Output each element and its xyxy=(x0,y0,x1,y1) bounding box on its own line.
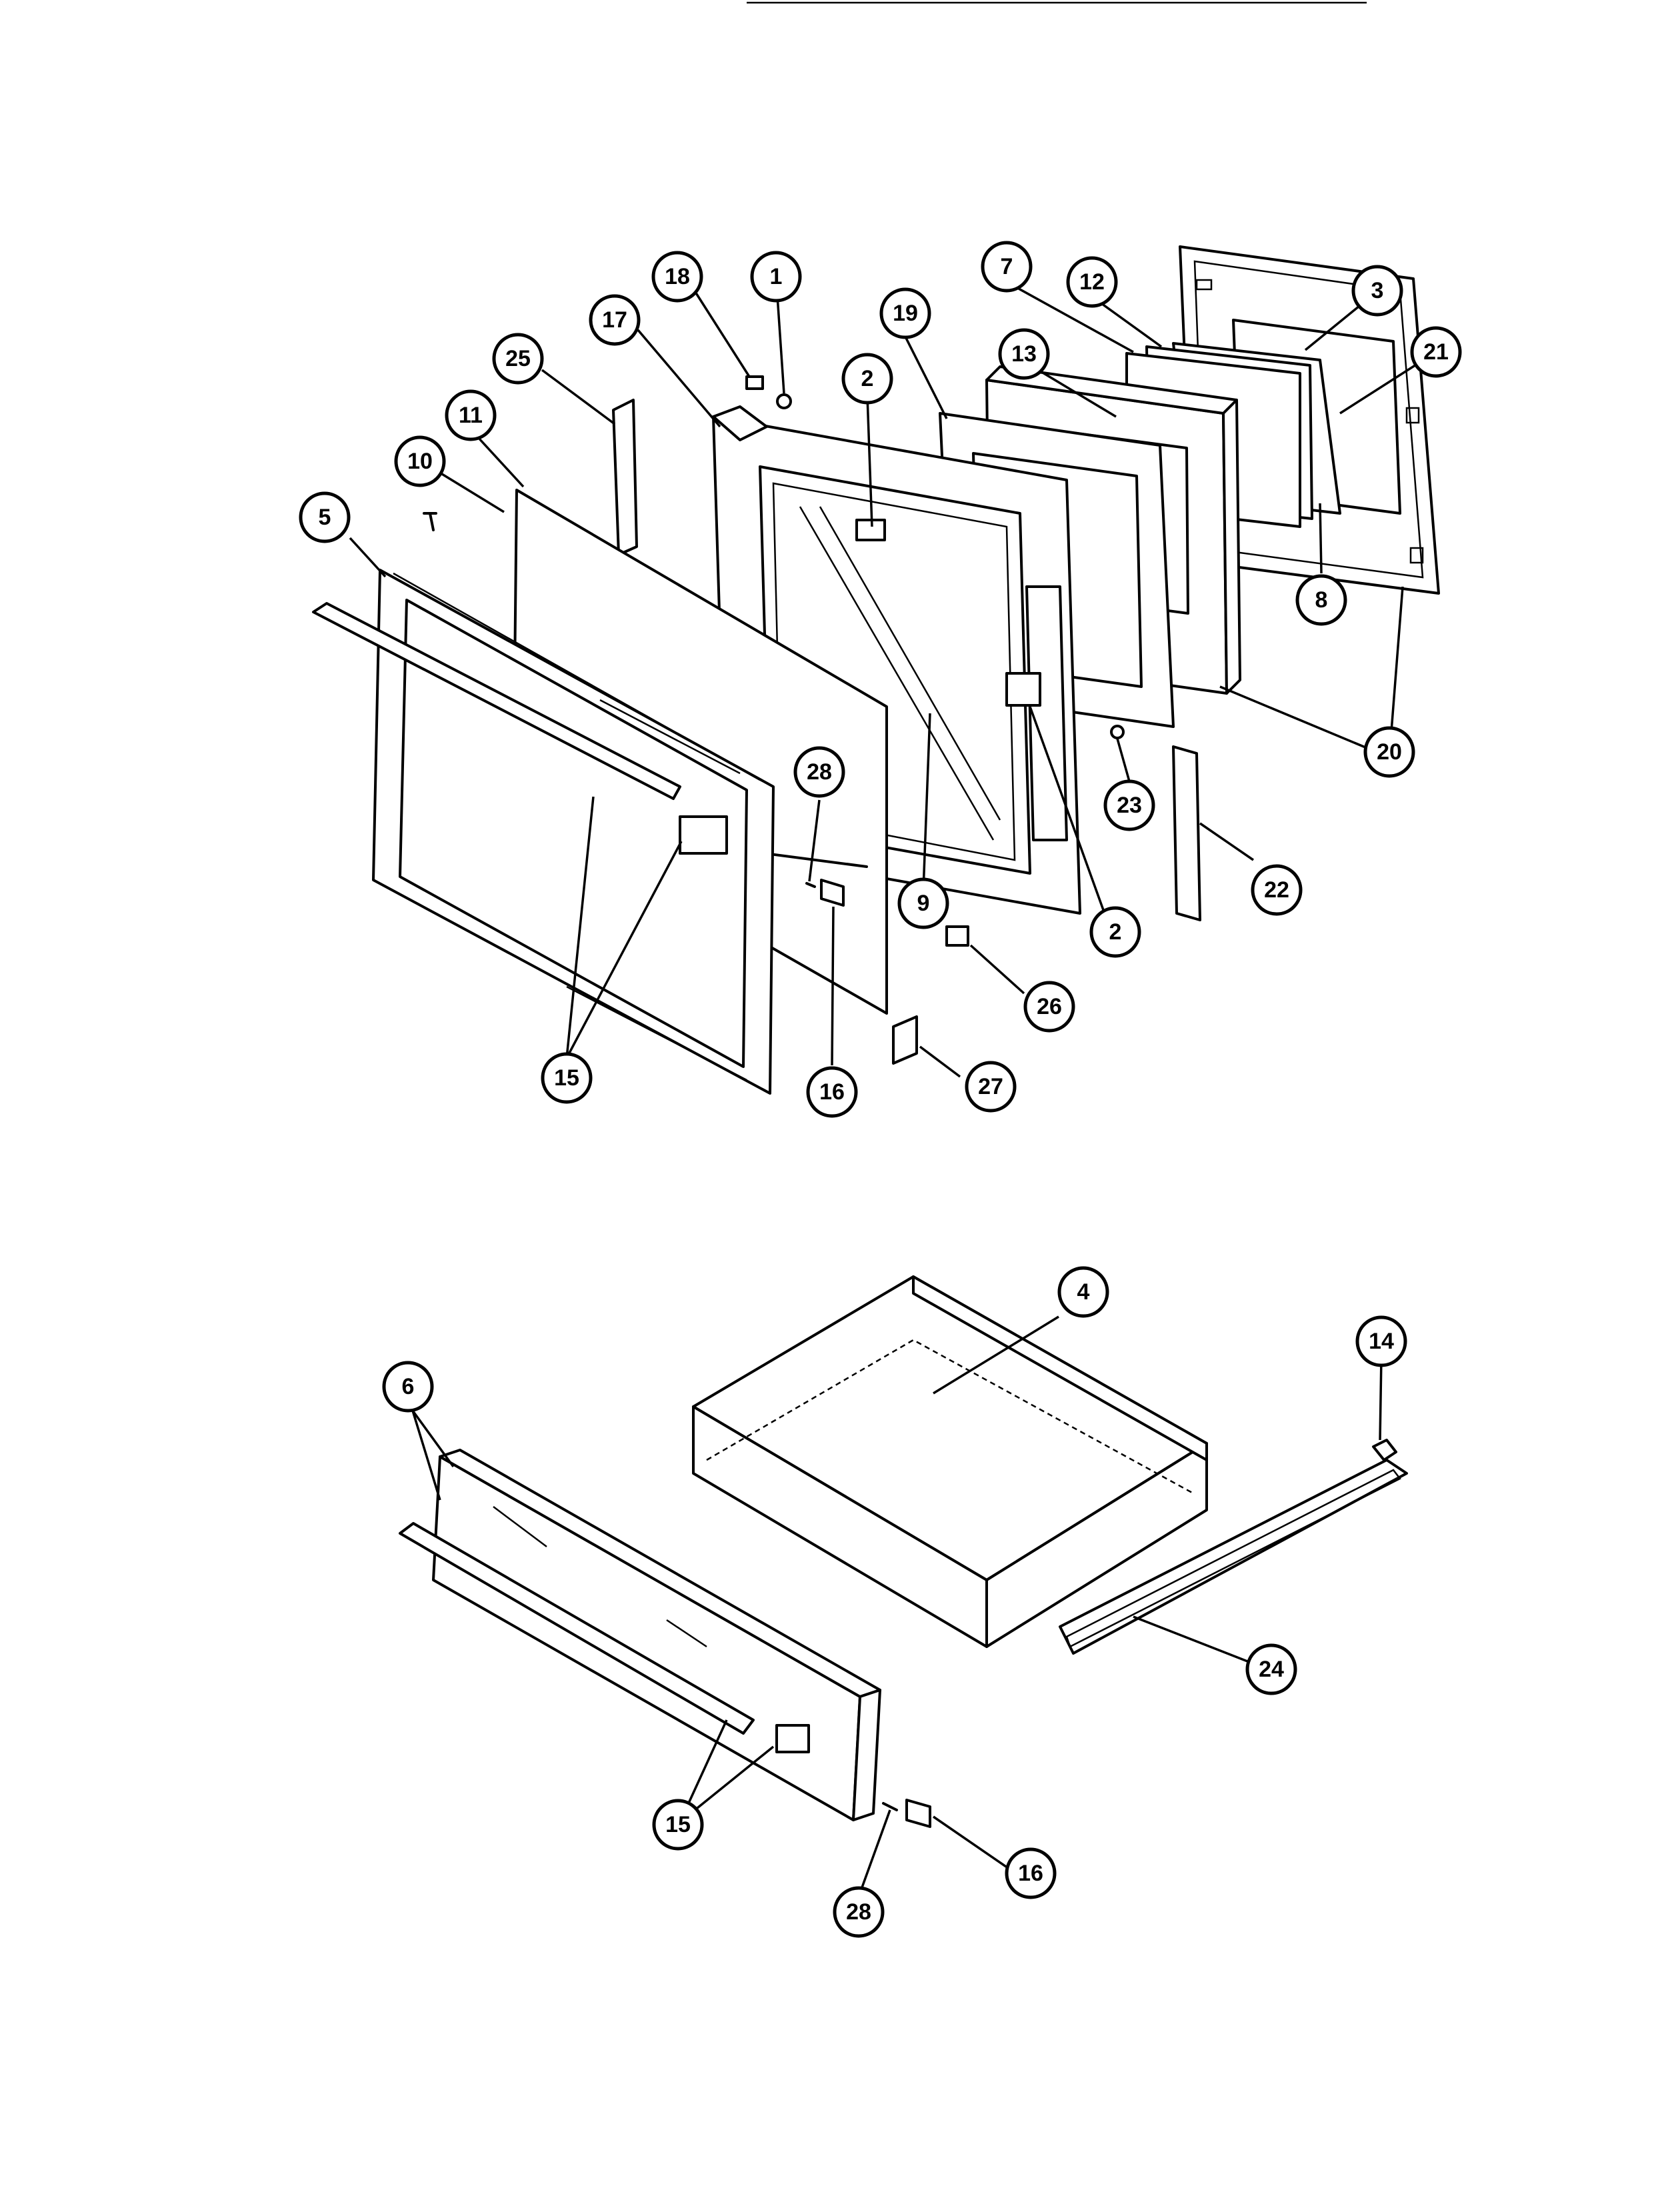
callout-7: 7 xyxy=(981,241,1033,293)
part-screw-top-left xyxy=(423,512,437,531)
callout-13: 13 xyxy=(998,328,1050,380)
svg-text:21: 21 xyxy=(1423,339,1449,365)
callout-15-top: 15 xyxy=(541,1052,593,1104)
svg-text:25: 25 xyxy=(505,346,531,371)
svg-text:1: 1 xyxy=(770,264,783,289)
callout-19: 19 xyxy=(879,287,931,339)
part-14-clip xyxy=(1372,1439,1397,1461)
svg-text:9: 9 xyxy=(917,891,930,916)
svg-text:6: 6 xyxy=(402,1374,415,1399)
callout-23: 23 xyxy=(1103,779,1155,831)
svg-text:28: 28 xyxy=(807,759,832,785)
callout-26: 26 xyxy=(1023,981,1075,1033)
callout-6: 6 xyxy=(382,1361,434,1413)
svg-text:2: 2 xyxy=(861,366,874,391)
svg-text:10: 10 xyxy=(407,449,433,474)
part-23-screw xyxy=(1110,725,1125,739)
part-15-drawer-handle xyxy=(399,1522,810,1753)
svg-text:22: 22 xyxy=(1264,877,1289,903)
callout-17: 17 xyxy=(589,294,641,346)
callout-20: 20 xyxy=(1363,726,1415,778)
part-25-strip xyxy=(612,399,638,556)
callout-24: 24 xyxy=(1245,1643,1297,1695)
svg-text:12: 12 xyxy=(1079,269,1105,295)
svg-text:15: 15 xyxy=(554,1065,579,1091)
svg-text:20: 20 xyxy=(1377,739,1402,765)
part-18-screw xyxy=(745,375,764,390)
leader-lines xyxy=(349,275,1437,1897)
svg-text:8: 8 xyxy=(1315,587,1328,613)
callout-12: 12 xyxy=(1066,256,1118,308)
svg-text:5: 5 xyxy=(319,505,331,530)
svg-text:23: 23 xyxy=(1117,793,1142,818)
callout-25: 25 xyxy=(492,333,544,385)
callout-5: 5 xyxy=(299,491,351,543)
part-1-clip xyxy=(776,393,792,409)
callout-16-top: 16 xyxy=(806,1066,858,1118)
callout-10: 10 xyxy=(394,435,446,487)
part-5-outer-door-frame xyxy=(372,569,775,1095)
part-15-handle xyxy=(312,602,728,855)
callout-28-top: 28 xyxy=(793,746,845,798)
callout-3: 3 xyxy=(1351,265,1403,317)
callout-22: 22 xyxy=(1251,864,1303,916)
part-28-screw-bottom xyxy=(882,1802,898,1811)
callout-4: 4 xyxy=(1057,1266,1109,1318)
part-16-label-top xyxy=(820,879,845,907)
svg-text:14: 14 xyxy=(1369,1329,1394,1354)
svg-text:16: 16 xyxy=(1018,1861,1043,1886)
svg-text:3: 3 xyxy=(1371,278,1384,303)
part-26-bumper xyxy=(945,925,969,947)
part-16-label-bottom xyxy=(905,1799,931,1828)
callout-9: 9 xyxy=(897,877,949,929)
svg-text:2: 2 xyxy=(1109,919,1122,945)
callout-8: 8 xyxy=(1295,574,1347,626)
svg-text:15: 15 xyxy=(665,1812,691,1837)
svg-text:18: 18 xyxy=(665,264,690,289)
callout-11: 11 xyxy=(445,389,497,441)
callout-16-bottom: 16 xyxy=(1005,1847,1057,1899)
callout-21: 21 xyxy=(1410,326,1462,378)
part-4-drawer-box xyxy=(692,1275,1208,1648)
callout-2-bottom: 2 xyxy=(1089,906,1141,958)
svg-text:27: 27 xyxy=(978,1074,1003,1099)
svg-text:28: 28 xyxy=(846,1899,871,1925)
svg-text:7: 7 xyxy=(1001,254,1013,279)
svg-text:17: 17 xyxy=(602,307,627,333)
svg-text:13: 13 xyxy=(1011,341,1037,367)
callout-28-bottom: 28 xyxy=(833,1886,885,1938)
svg-text:26: 26 xyxy=(1037,994,1062,1019)
callout-18: 18 xyxy=(651,251,703,303)
callout-2-top: 2 xyxy=(841,353,893,405)
part-27-bracket xyxy=(892,1015,918,1065)
svg-text:11: 11 xyxy=(459,403,483,428)
part-22-hinge xyxy=(1172,745,1201,921)
svg-text:16: 16 xyxy=(819,1079,845,1105)
svg-text:19: 19 xyxy=(893,301,918,326)
callout-14: 14 xyxy=(1355,1315,1407,1367)
svg-text:4: 4 xyxy=(1077,1279,1090,1305)
part-24-slide-rail xyxy=(1059,1459,1408,1655)
svg-text:24: 24 xyxy=(1259,1657,1284,1682)
callout-15-bottom: 15 xyxy=(652,1799,704,1851)
callout-27: 27 xyxy=(965,1061,1017,1113)
callout-1: 1 xyxy=(750,251,802,303)
part-28-screw-top xyxy=(805,882,816,888)
